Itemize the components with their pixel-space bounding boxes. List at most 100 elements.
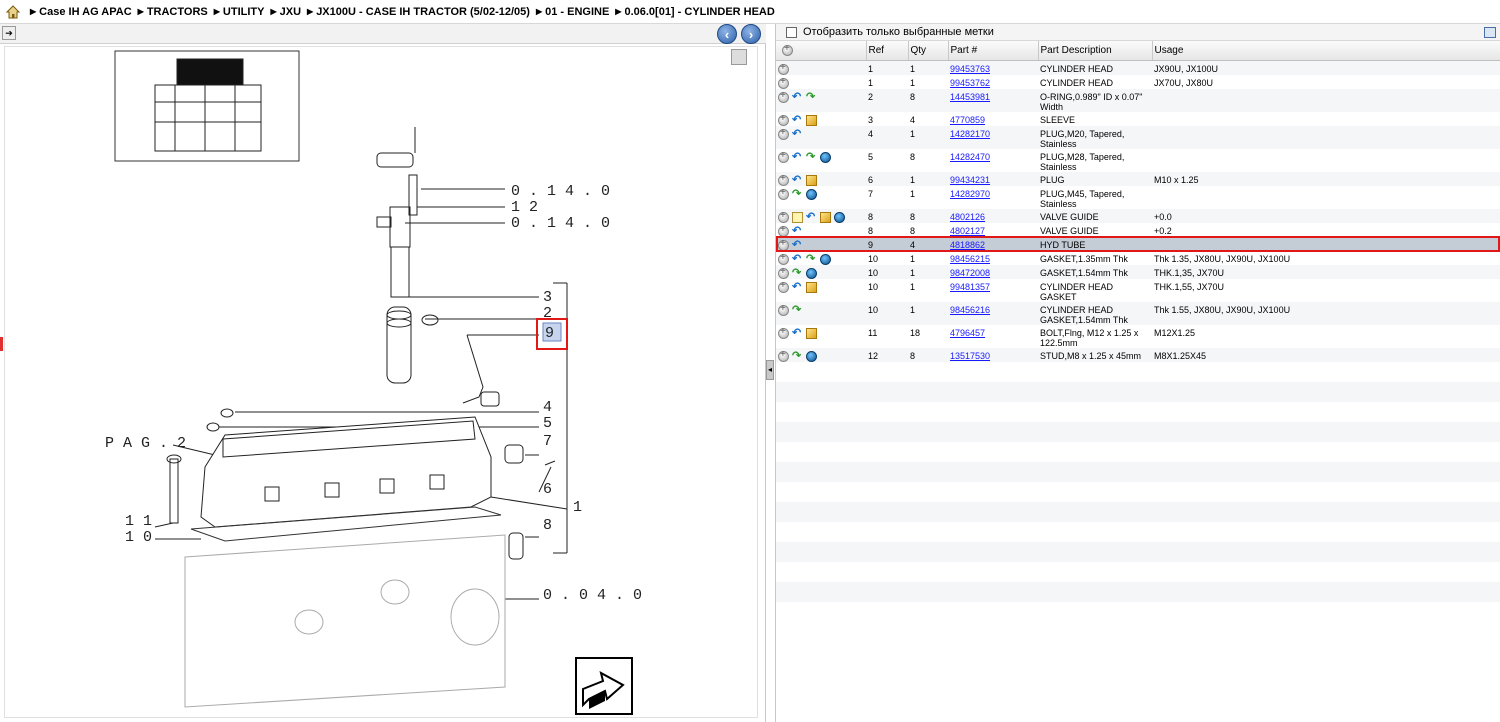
column-header-actions[interactable] — [776, 41, 867, 61]
cross-reference-back-icon[interactable]: ↶ — [792, 90, 802, 103]
exploded-view-drawing[interactable]: 0 . 1 4 . 0 1 2 0 . 1 4 . 0 3 2 9 4 5 7 … — [4, 46, 758, 718]
expand-row-icon[interactable] — [778, 266, 789, 279]
note-icon[interactable] — [792, 211, 803, 223]
expand-row-icon[interactable] — [778, 280, 789, 293]
breadcrumb-item[interactable]: ▶0.06.0[01] - CYLINDER HEAD — [615, 6, 775, 18]
breadcrumb-item[interactable]: ▶JX100U - CASE IH TRACTOR (5/02-12/05) — [307, 6, 530, 18]
expand-row-icon[interactable] — [778, 150, 789, 163]
column-header-qty[interactable]: Qty — [908, 41, 949, 61]
column-header-usage[interactable]: Usage — [1152, 41, 1500, 61]
expand-row-icon[interactable] — [778, 303, 789, 316]
package-icon[interactable] — [820, 211, 831, 223]
pane-splitter[interactable]: ◂ — [766, 360, 774, 380]
expand-row-icon[interactable] — [778, 173, 789, 186]
cross-reference-back-icon[interactable]: ↶ — [792, 150, 802, 163]
package-icon[interactable] — [806, 114, 817, 126]
cross-reference-back-icon[interactable]: ↶ — [792, 280, 802, 293]
globe-icon[interactable] — [820, 151, 831, 163]
part-number-link[interactable]: 13517530 — [950, 350, 991, 361]
cross-reference-forward-icon[interactable]: ↷ — [806, 252, 816, 265]
part-number-link[interactable]: 14453981 — [950, 91, 991, 102]
expand-row-icon[interactable] — [778, 238, 789, 251]
column-header-description[interactable]: Part Description — [1038, 41, 1153, 61]
grid-settings-icon[interactable] — [1484, 27, 1496, 38]
expand-row-icon[interactable] — [778, 113, 789, 126]
cross-reference-forward-icon[interactable]: ↷ — [792, 266, 802, 279]
next-page-arrow-icon[interactable] — [575, 657, 633, 715]
cross-reference-back-icon[interactable]: ↶ — [792, 113, 802, 126]
expand-row-icon[interactable] — [778, 252, 789, 265]
part-number-link[interactable]: 98472008 — [950, 267, 991, 278]
part-number-link[interactable]: 14282170 — [950, 128, 991, 139]
globe-icon[interactable] — [806, 350, 817, 362]
part-number-link[interactable]: 4818862 — [950, 239, 986, 250]
expand-row-icon[interactable] — [778, 210, 789, 223]
home-icon[interactable] — [2, 1, 24, 23]
part-number-link[interactable]: 99434231 — [950, 174, 991, 185]
expand-row-icon[interactable] — [778, 62, 789, 75]
package-icon[interactable] — [806, 174, 817, 186]
cross-reference-back-icon[interactable]: ↶ — [792, 238, 802, 251]
globe-icon[interactable] — [820, 253, 831, 265]
zoom-toggle[interactable] — [731, 49, 747, 65]
cross-reference-forward-icon[interactable]: ↷ — [792, 303, 802, 316]
expand-row-icon[interactable] — [778, 76, 789, 89]
cross-reference-forward-icon[interactable]: ↷ — [792, 349, 802, 362]
part-number-link[interactable]: 4802127 — [950, 225, 986, 236]
part-number-link[interactable]: 98456216 — [950, 304, 991, 315]
cross-reference-back-icon[interactable]: ↶ — [792, 173, 802, 186]
cross-reference-back-icon[interactable]: ↶ — [806, 210, 816, 223]
part-number-link[interactable]: 99481357 — [950, 281, 991, 292]
cross-reference-forward-icon[interactable]: ↷ — [806, 150, 816, 163]
expand-icon[interactable]: ➔ — [2, 26, 16, 40]
package-icon[interactable] — [806, 327, 817, 339]
expand-row-icon[interactable] — [778, 224, 789, 237]
show-selected-only-checkbox[interactable] — [786, 26, 797, 38]
forward-arrow-icon[interactable]: › — [741, 24, 761, 44]
cross-reference-back-icon[interactable]: ↶ — [792, 224, 802, 237]
expand-row-icon[interactable] — [778, 90, 789, 103]
expand-row-icon[interactable] — [778, 349, 789, 362]
column-header-part-number[interactable]: Part # — [948, 41, 1039, 61]
breadcrumb-item[interactable]: ▶Case IH AG APAC — [30, 6, 132, 18]
part-number-link[interactable]: 14282470 — [950, 151, 991, 162]
back-arrow-icon[interactable]: ‹ — [717, 24, 737, 44]
expand-row-icon[interactable] — [778, 127, 789, 140]
callout-9[interactable]: 9 — [545, 325, 554, 342]
globe-icon[interactable] — [834, 211, 845, 223]
breadcrumb-item[interactable]: ▶TRACTORS — [138, 6, 208, 18]
breadcrumb-item[interactable]: ▶JXU — [270, 6, 301, 18]
cross-reference-back-icon[interactable]: ↶ — [792, 326, 802, 339]
breadcrumb-item[interactable]: ▶UTILITY — [214, 6, 265, 18]
cross-reference-forward-icon[interactable]: ↷ — [792, 187, 802, 200]
part-number-link[interactable]: 4770859 — [950, 114, 986, 125]
part-number-link[interactable]: 4802126 — [950, 211, 986, 222]
column-header-ref[interactable]: Ref — [866, 41, 909, 61]
expand-row-icon[interactable] — [778, 326, 789, 339]
package-icon[interactable] — [806, 281, 817, 293]
cross-reference-back-icon[interactable]: ↶ — [792, 252, 802, 265]
part-number-link[interactable]: 99453763 — [950, 63, 991, 74]
globe-icon[interactable] — [806, 267, 817, 279]
expand-row-icon[interactable] — [778, 187, 789, 200]
part-number-link[interactable]: 98456215 — [950, 253, 991, 264]
cross-reference-back-icon[interactable]: ↶ — [792, 127, 802, 140]
cross-reference-forward-icon[interactable]: ↷ — [806, 90, 816, 103]
part-number-link[interactable]: 99453762 — [950, 77, 991, 88]
